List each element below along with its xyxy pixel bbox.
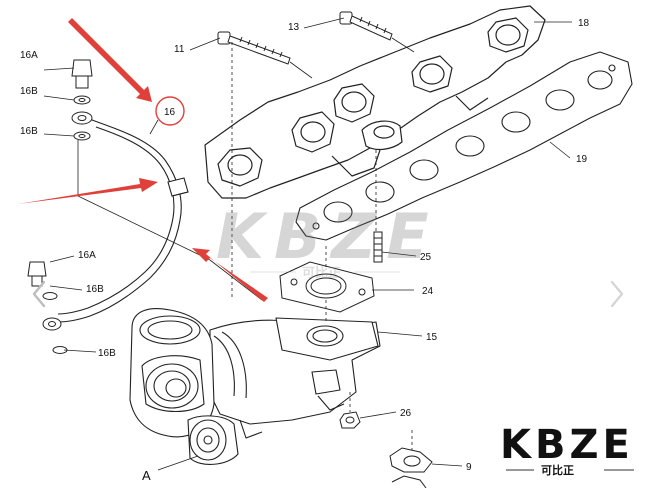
- bolt-13: [339, 11, 393, 41]
- callout-16a-top: 16A: [20, 50, 38, 61]
- callout-16-circle: [155, 96, 185, 126]
- center-watermark: KBZE 可比正: [216, 200, 439, 281]
- callout-16a-bottom: 16A: [78, 250, 96, 261]
- turbocharger: [129, 308, 381, 465]
- chevron-right-icon: [610, 280, 624, 308]
- callout-9: 9: [466, 462, 472, 473]
- banjo-fitting-top: [71, 59, 93, 141]
- manifold-gasket: [295, 51, 633, 241]
- banjo-fitting-bottom: [27, 261, 68, 354]
- gasket-9: [389, 447, 433, 488]
- red-arrow-diagonal-top: [68, 18, 152, 102]
- gasket-24: [279, 261, 375, 313]
- callout-24: 24: [422, 286, 434, 297]
- watermark-logo-center: KBZE: [216, 200, 439, 273]
- red-arrow-horizontal: [18, 178, 158, 204]
- callout-26: 26: [400, 408, 412, 419]
- callout-16: 16: [164, 107, 176, 118]
- callout-16b-top-1: 16B: [20, 86, 38, 97]
- callout-labels: 11 13 18 19 16A 16B 16B 16 16A 16B 16B 2…: [20, 18, 590, 483]
- leader-lines: [43, 17, 572, 471]
- exhaust-manifold: [204, 5, 546, 199]
- callout-16b-bottom-2: 16B: [98, 348, 116, 359]
- callout-18: 18: [578, 18, 590, 29]
- callout-19: 19: [576, 154, 588, 165]
- next-image-button[interactable]: [604, 274, 630, 314]
- corner-logo-sub: 可比正: [541, 463, 574, 477]
- prev-image-button[interactable]: [28, 274, 54, 314]
- watermark-sub-center: 可比正: [302, 265, 341, 281]
- callout-15: 15: [426, 332, 438, 343]
- nut-26: [339, 411, 361, 429]
- callout-13: 13: [288, 22, 300, 33]
- callout-11: 11: [174, 44, 185, 55]
- chevron-left-icon: [32, 280, 46, 308]
- corner-logo: KBZE 可比正: [500, 422, 634, 477]
- bolt-11: [217, 31, 291, 65]
- corner-logo-text: KBZE: [500, 422, 634, 468]
- red-annotation-arrows: [18, 18, 268, 302]
- callout-a: A: [142, 468, 151, 483]
- callout-16b-top-2: 16B: [20, 126, 38, 137]
- red-arrow-diagonal-bottom: [192, 248, 268, 302]
- callout-25: 25: [420, 252, 432, 263]
- callout-16b-bottom-1: 16B: [86, 284, 104, 295]
- oil-feed-pipe: [57, 119, 189, 323]
- stud-25: [373, 231, 383, 263]
